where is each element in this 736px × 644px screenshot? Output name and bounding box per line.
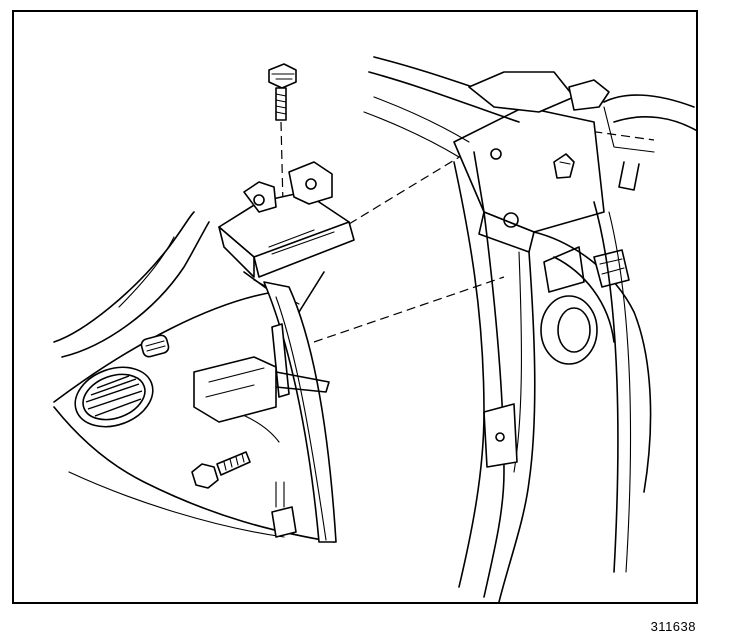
mid-bracket	[193, 356, 330, 423]
quarter-panel-right	[533, 201, 652, 573]
pillar-trim-panel	[263, 281, 337, 543]
quarter-panel-left	[53, 211, 335, 543]
bolt-lower	[191, 451, 251, 489]
trim-panel-assembly-diagram	[53, 56, 696, 602]
roof-structure	[363, 56, 696, 191]
panel-clip	[140, 334, 170, 358]
bolt-upper	[268, 63, 297, 248]
diagram-frame	[12, 10, 698, 604]
speaker-grille	[74, 366, 154, 428]
pillar-fastener	[553, 153, 575, 179]
figure-number: 311638	[650, 619, 696, 634]
right-pillar	[453, 106, 605, 602]
